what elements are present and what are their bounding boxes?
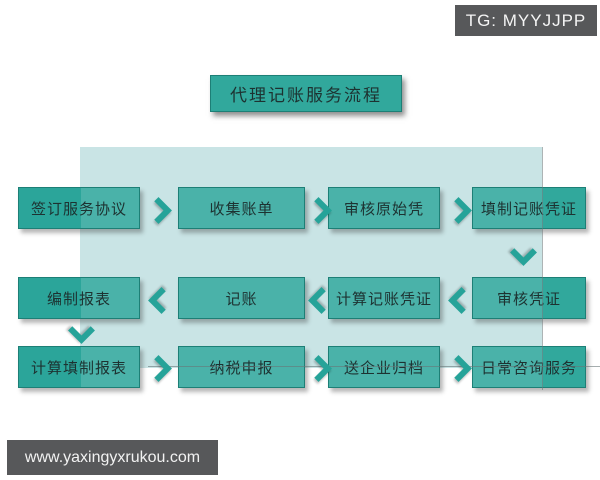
step-calc-fill-reports: 计算填制报表 xyxy=(18,346,140,388)
step-review-original-vouchers: 审核原始凭 xyxy=(328,187,440,229)
step-calc-vouchers: 计算记账凭证 xyxy=(328,277,440,319)
step-daily-consulting: 日常咨询服务 xyxy=(472,346,586,388)
page-title: 代理记账服务流程 xyxy=(210,75,402,112)
step-sign-agreement: 签订服务协议 xyxy=(18,187,140,229)
step-bookkeeping: 记账 xyxy=(178,277,305,319)
step-archive-to-company: 送企业归档 xyxy=(328,346,440,388)
panel-right-edge-line xyxy=(542,147,543,390)
panel-bottom-edge-line xyxy=(148,366,600,367)
step-collect-bills: 收集账单 xyxy=(178,187,305,229)
step-review-vouchers: 审核凭证 xyxy=(472,277,586,319)
step-prepare-reports: 编制报表 xyxy=(18,277,140,319)
step-tax-filing: 纳税申报 xyxy=(178,346,305,388)
background-panel xyxy=(80,147,542,368)
telegram-badge: TG: MYYJJPP xyxy=(455,5,597,36)
step-fill-bookkeeping-vouchers: 填制记账凭证 xyxy=(472,187,586,229)
website-watermark: www.yaxingyxrukou.com xyxy=(7,440,218,475)
